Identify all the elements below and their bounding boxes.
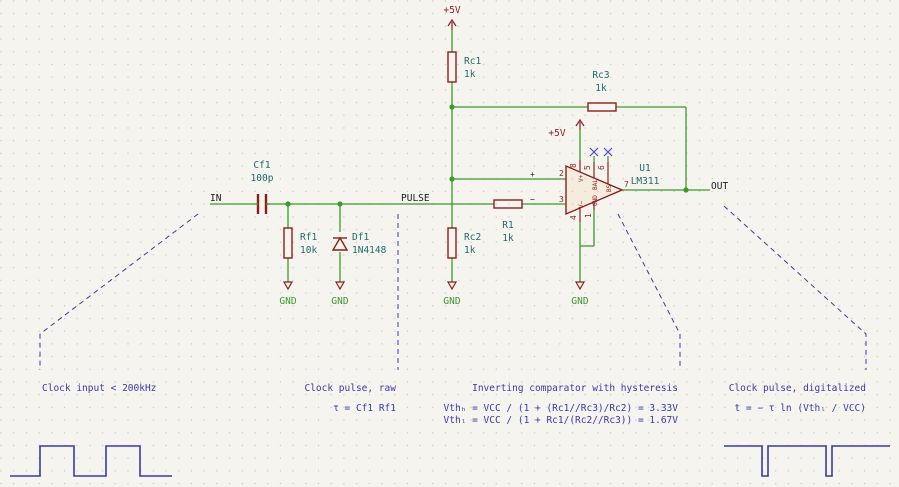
rc1-ref: Rc1 [464, 56, 481, 67]
gnd-label-rc2: GND [443, 296, 460, 307]
net-label-pulse: PULSE [401, 193, 430, 204]
gnd-symbol-df1 [334, 281, 346, 291]
no-connect-pin5 [589, 147, 599, 157]
vcc-symbol-top [447, 18, 457, 30]
leader-comparator [617, 213, 681, 370]
annotation-comparator-title: Inverting comparator with hysteresis [472, 383, 678, 394]
gnd-label-rf1: GND [279, 296, 296, 307]
df1-value: 1N4148 [352, 245, 387, 256]
annotation-leaders [39, 205, 867, 370]
vcc-top-label: +5V [443, 5, 460, 16]
u1-ref: U1 [639, 163, 651, 174]
no-connect-markers [589, 147, 613, 162]
rc1-value: 1k [464, 69, 476, 80]
diode-df1 [331, 236, 349, 251]
junction-rf1 [285, 201, 291, 207]
junction-out [683, 187, 689, 193]
comparator-label-bs: BS [606, 184, 613, 192]
cf1-value: 100p [251, 173, 274, 184]
annotation-vth-low: Vthₗ = VCC / (1 + Rc1/(Rc2//Rc3)) = 1.67… [444, 415, 679, 426]
comparator-label-vminus: V− [578, 200, 585, 208]
leader-input [39, 213, 199, 370]
comparator-pin-stubs [579, 160, 609, 222]
annotation-input-title: Clock input < 200kHz [42, 383, 156, 394]
plus-sign-input: + [530, 170, 535, 179]
waveform-digital [724, 445, 890, 477]
leader-digital [723, 205, 867, 370]
gnd-label-df1: GND [331, 296, 348, 307]
gnd-symbol-rc2 [446, 281, 458, 291]
net-label-in: IN [210, 193, 222, 204]
comparator-label-gnd: GND [592, 195, 599, 206]
vcc-symbol-comparator [575, 118, 585, 130]
rc3-value: 1k [595, 83, 607, 94]
cf1-ref: Cf1 [253, 160, 270, 171]
power-symbols [282, 18, 586, 291]
r1-ref: R1 [502, 220, 514, 231]
wires [210, 30, 710, 282]
r1-value: 1k [502, 233, 514, 244]
pin-number-5: 5 [583, 165, 592, 170]
pin-number-3: 3 [559, 195, 564, 204]
no-connect-pin6 [603, 147, 613, 157]
junction-rc3 [449, 104, 455, 110]
capacitor-cf1 [256, 194, 270, 214]
annotation-digital-title: Clock pulse, digitalized [729, 383, 866, 394]
pin-number-1: 1 [584, 213, 593, 218]
waveform-input [10, 445, 172, 477]
gnd-label-u1: GND [571, 296, 588, 307]
rc2-value: 1k [464, 245, 476, 256]
pin-number-4: 4 [569, 215, 578, 220]
minus-sign-input: − [530, 195, 535, 204]
annotation-pulse-title: Clock pulse, raw [304, 383, 396, 394]
u1-value: LM311 [631, 176, 660, 187]
resistor-rc2 [447, 227, 457, 259]
comparator-label-bal: BAL [592, 179, 599, 190]
rf1-ref: Rf1 [300, 232, 317, 243]
resistor-rc3 [587, 102, 617, 112]
resistor-r1 [493, 199, 523, 209]
vcc-comparator-label: +5V [548, 128, 565, 139]
df1-ref: Df1 [352, 232, 369, 243]
junction-df1 [337, 201, 343, 207]
rc2-ref: Rc2 [464, 232, 481, 243]
gnd-symbol-u1 [574, 281, 586, 291]
pin-number-6: 6 [597, 165, 606, 170]
pin-number-7: 7 [624, 180, 629, 189]
comparator-label-vplus: V+ [578, 174, 585, 182]
gnd-symbol-rf1 [282, 281, 294, 291]
junction-plus [449, 176, 455, 182]
resistor-rf1 [283, 227, 293, 259]
rc3-ref: Rc3 [592, 70, 609, 81]
pin-number-8: 8 [569, 163, 578, 168]
resistor-rc1 [447, 51, 457, 83]
rf1-value: 10k [300, 245, 317, 256]
annotation-vth-high: Vthₕ = VCC / (1 + (Rc1//Rc3)/Rc2) = 3.33… [444, 403, 679, 414]
pin-number-2: 2 [559, 169, 564, 178]
annotation-digital-formula: t = − τ ln (Vthₗ / VCC) [734, 403, 866, 414]
annotation-pulse-formula: τ = Cf1 Rf1 [333, 403, 396, 414]
junctions [285, 104, 689, 207]
net-label-out: OUT [711, 181, 728, 192]
